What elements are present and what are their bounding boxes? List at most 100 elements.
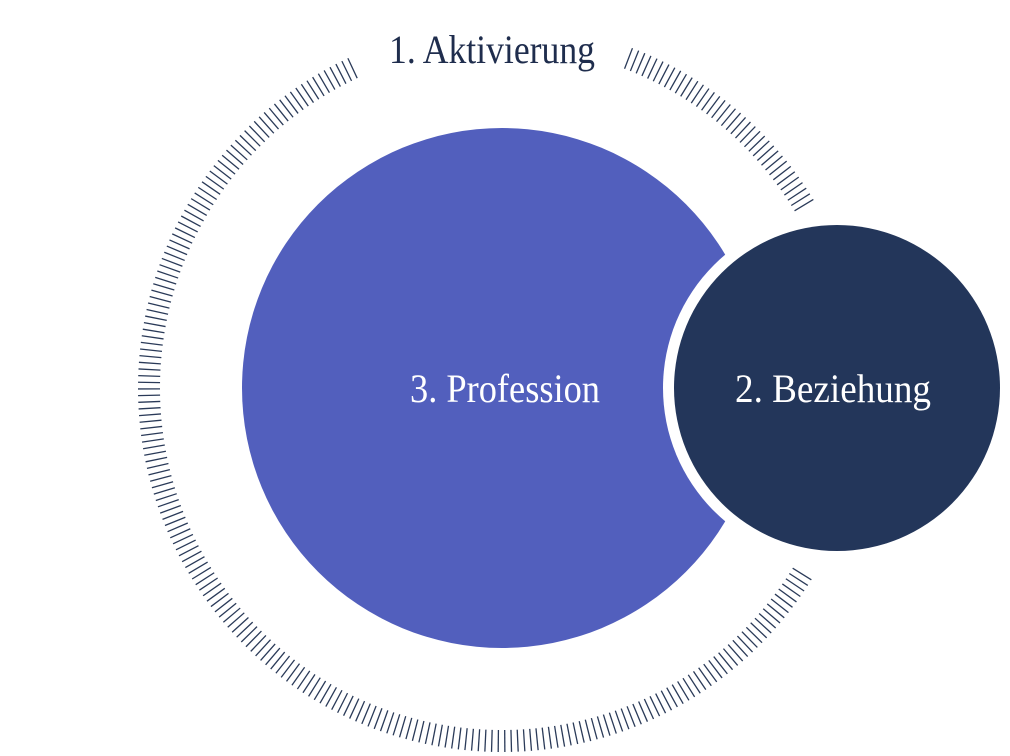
tick-mark	[157, 270, 179, 279]
tick-mark	[260, 643, 276, 661]
tick-mark	[221, 154, 240, 170]
tick-mark	[484, 729, 487, 752]
tick-mark	[754, 617, 772, 634]
tick-mark	[153, 487, 176, 495]
tick-mark	[146, 308, 169, 315]
tick-mark	[174, 227, 196, 239]
tick-mark	[275, 655, 291, 674]
tick-mark	[470, 728, 475, 751]
tick-mark	[337, 692, 349, 714]
tick-mark	[373, 708, 383, 730]
tick-mark	[157, 499, 179, 508]
tick-mark	[147, 302, 170, 309]
tick-mark	[632, 703, 642, 725]
tick-mark	[218, 602, 237, 618]
tick-mark	[792, 567, 812, 581]
tick-mark	[151, 481, 174, 489]
tick-mark	[265, 647, 281, 666]
tick-mark	[677, 681, 690, 701]
tick-mark	[701, 92, 715, 111]
tick-mark	[234, 139, 252, 156]
tick-mark	[312, 76, 325, 97]
tick-mark	[780, 176, 800, 191]
tick-mark	[794, 198, 814, 212]
tick-mark	[194, 192, 214, 206]
tick-mark	[161, 257, 183, 267]
tick-mark	[758, 613, 777, 629]
tick-mark	[785, 578, 805, 592]
tick-mark	[788, 572, 809, 586]
tick-mark	[690, 84, 704, 104]
tick-mark	[725, 112, 742, 131]
profession-label: 3. Profession	[410, 366, 600, 411]
tick-mark	[727, 644, 744, 662]
tick-mark	[643, 698, 655, 720]
tick-mark	[752, 140, 770, 157]
tick-mark	[143, 321, 166, 328]
tick-mark	[210, 592, 229, 608]
tick-mark	[787, 187, 807, 201]
tick-mark	[329, 66, 341, 87]
tick-mark	[477, 729, 481, 752]
tick-mark	[178, 545, 199, 557]
tick-mark	[602, 714, 611, 736]
tick-mark	[291, 666, 306, 686]
tick-mark	[706, 95, 721, 115]
tick-mark	[510, 729, 513, 752]
tick-mark	[778, 588, 797, 603]
tick-mark	[181, 550, 202, 563]
tick-mark	[217, 159, 236, 175]
tick-mark	[289, 91, 304, 111]
tick-mark	[222, 607, 241, 623]
tick-mark	[185, 556, 205, 569]
tick-mark	[529, 728, 533, 751]
tick-mark	[361, 703, 371, 725]
tick-mark	[197, 186, 218, 201]
tick-mark	[146, 462, 169, 469]
tick-mark	[578, 721, 585, 743]
tick-mark	[295, 87, 309, 107]
tick-mark	[205, 175, 225, 190]
tick-mark	[736, 635, 754, 653]
tick-mark	[720, 108, 736, 127]
tick-mark	[167, 522, 189, 533]
tick-mark	[308, 677, 321, 697]
tick-mark	[769, 160, 788, 176]
tick-mark	[765, 155, 783, 171]
tick-mark	[177, 221, 198, 233]
tick-mark	[263, 112, 280, 130]
tick-mark	[572, 722, 579, 745]
tick-mark	[245, 630, 262, 648]
tick-mark	[641, 55, 652, 77]
tick-mark	[342, 695, 354, 716]
tick-mark	[655, 693, 667, 714]
tick-mark	[341, 60, 353, 82]
tick-mark	[138, 361, 161, 365]
tick-mark	[171, 233, 193, 244]
tick-mark	[198, 577, 218, 591]
tick-mark	[774, 593, 793, 608]
tick-mark	[244, 130, 261, 147]
tick-mark	[674, 73, 688, 94]
tick-mark	[748, 135, 766, 152]
tick-mark	[437, 724, 443, 747]
tick-mark	[142, 444, 165, 450]
tick-mark	[711, 99, 726, 119]
tick-mark	[155, 493, 177, 502]
tick-mark	[141, 438, 164, 443]
tick-mark	[148, 468, 171, 476]
tick-mark	[566, 723, 572, 746]
tick-mark	[713, 656, 728, 675]
tick-mark	[783, 182, 803, 196]
tick-mark	[457, 727, 462, 750]
tick-mark	[553, 725, 559, 748]
tick-mark	[669, 70, 682, 91]
tick-mark	[138, 407, 161, 410]
tick-mark	[790, 193, 811, 207]
tick-mark	[692, 670, 707, 690]
tick-mark	[708, 660, 723, 679]
tick-mark	[273, 103, 289, 122]
tick-mark	[347, 57, 358, 79]
tick-mark	[172, 533, 194, 545]
tick-mark	[141, 431, 164, 437]
